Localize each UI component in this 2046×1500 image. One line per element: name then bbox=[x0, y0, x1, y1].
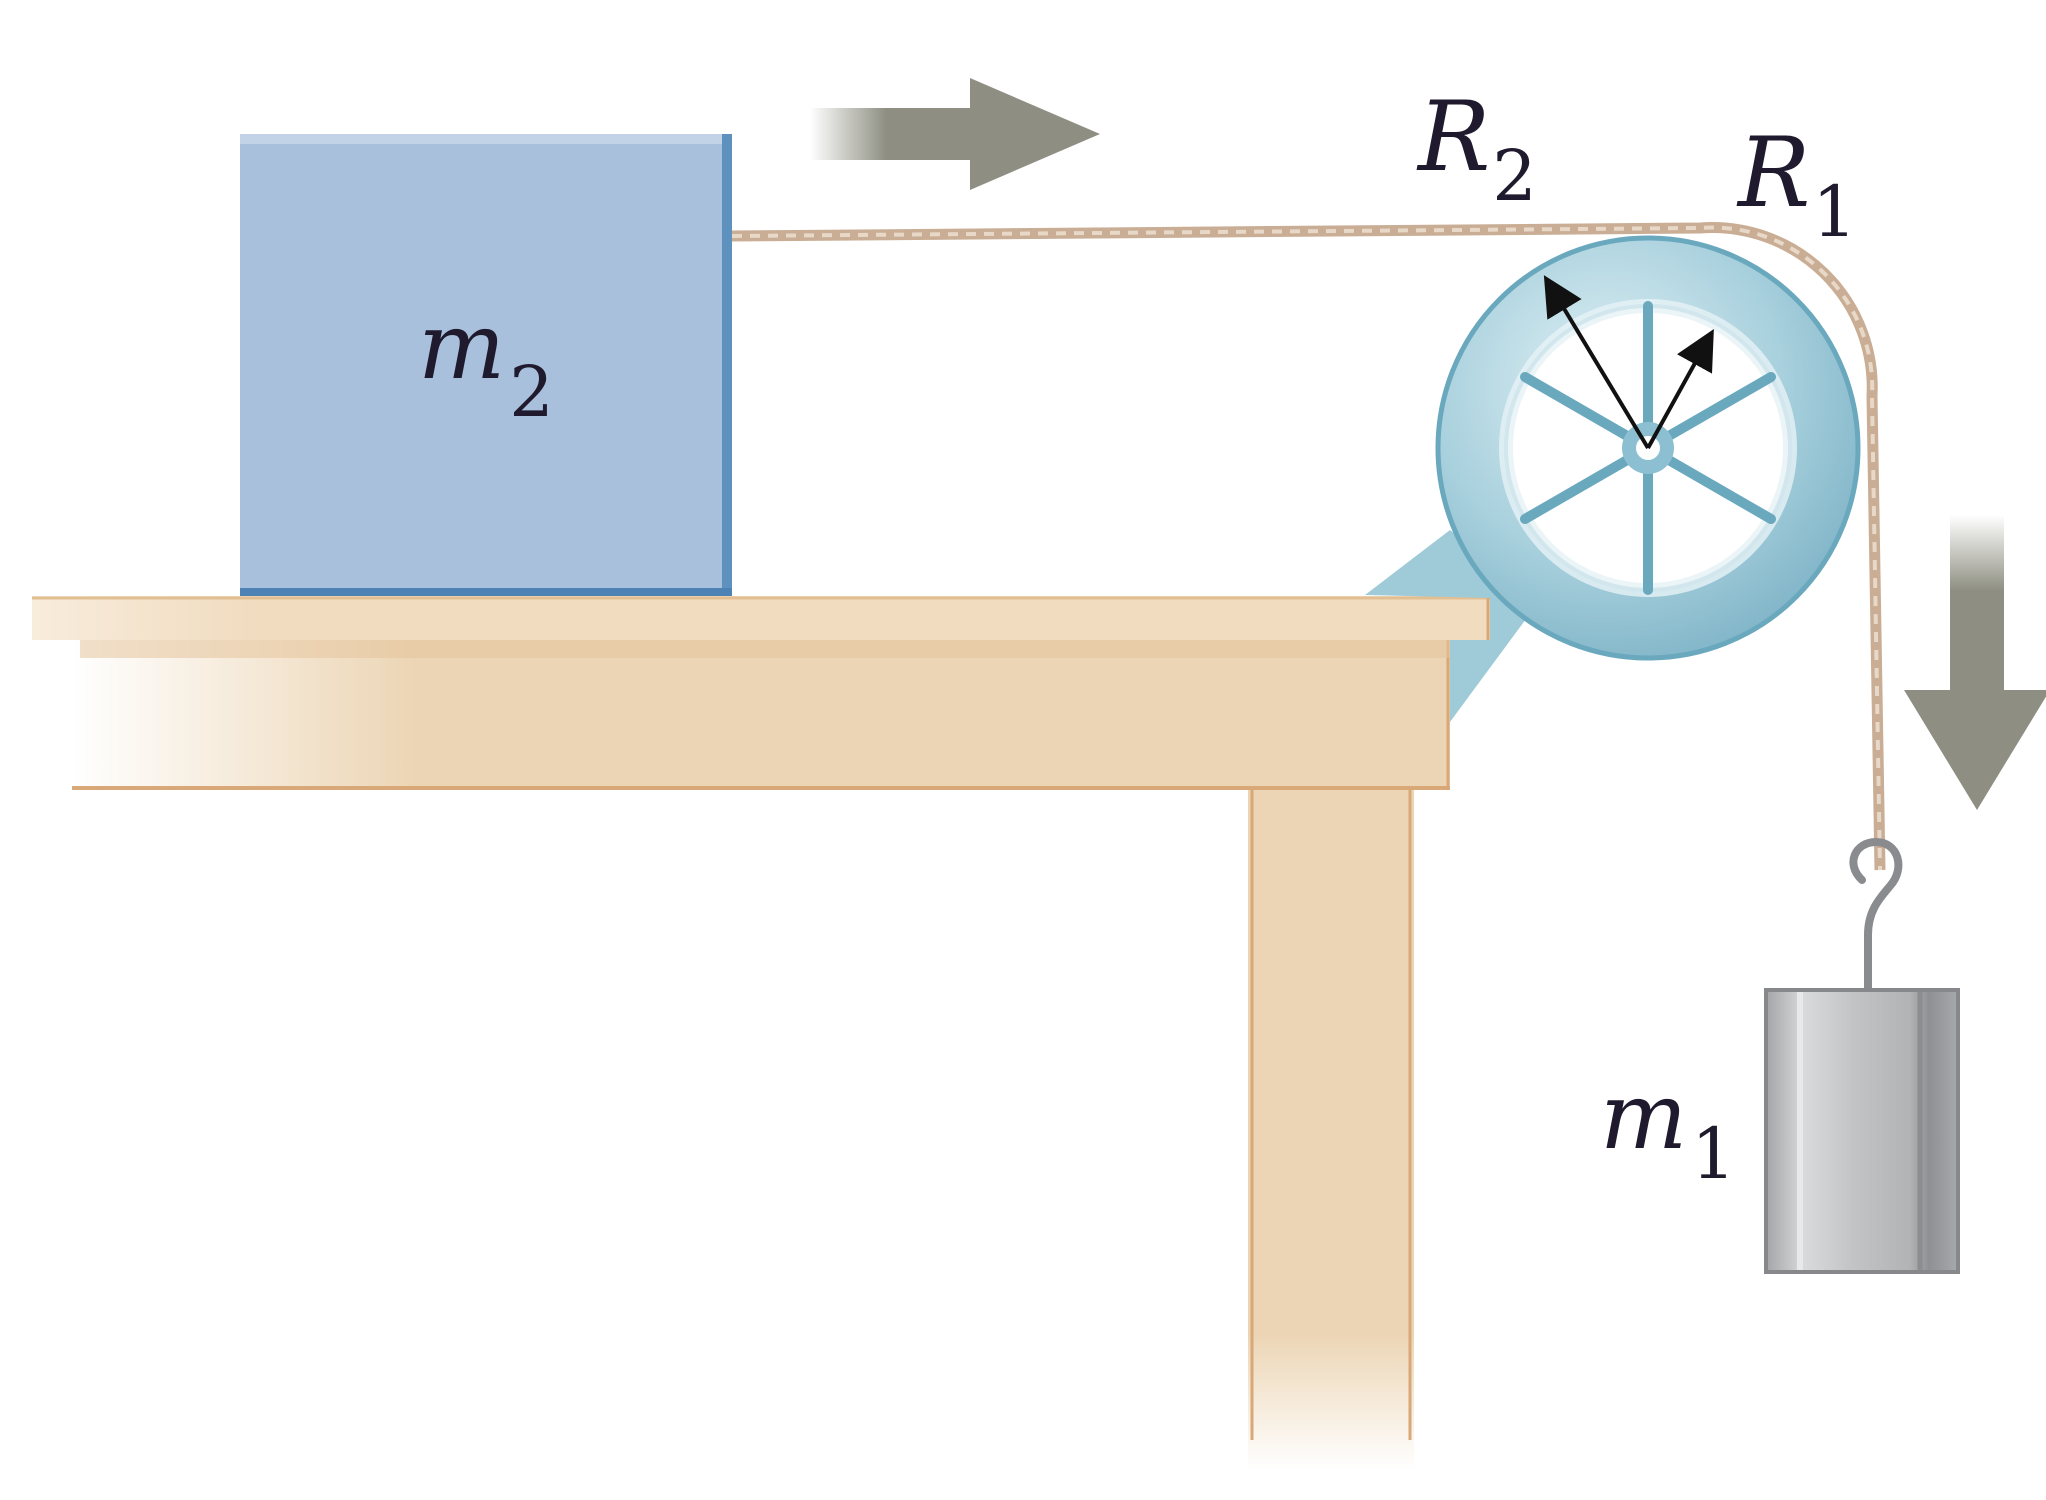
label-m2: m2 bbox=[418, 293, 554, 433]
label-r2: R2 bbox=[1416, 81, 1537, 217]
block-m2 bbox=[240, 134, 732, 598]
weight-m1 bbox=[1764, 988, 1960, 1274]
hook bbox=[1849, 837, 1903, 994]
arrow-right-icon bbox=[810, 78, 1100, 190]
radius-r2-arrow bbox=[1543, 275, 1650, 450]
table-apron bbox=[72, 638, 1450, 790]
table-top bbox=[32, 596, 1490, 640]
radius-r1-arrow bbox=[1646, 329, 1714, 449]
table-leg bbox=[1248, 790, 1414, 1470]
table bbox=[32, 596, 1490, 1470]
label-r1: R1 bbox=[1736, 117, 1857, 253]
label-m1: m1 bbox=[1600, 1063, 1736, 1195]
arrow-down-icon bbox=[1904, 515, 2046, 810]
